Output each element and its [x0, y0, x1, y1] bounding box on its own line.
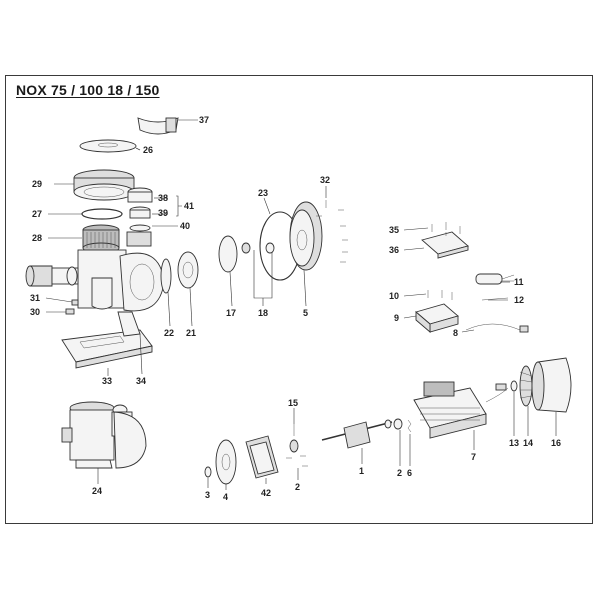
callout-33: 33 — [102, 376, 112, 386]
callout-38: 38 — [158, 193, 168, 203]
callout-4: 4 — [223, 492, 228, 502]
part-32-screws — [316, 200, 348, 263]
callout-11: 11 — [514, 277, 524, 287]
callout-5: 5 — [303, 308, 308, 318]
part-9-terminal-box — [415, 303, 459, 333]
part-22-21-diffuser — [160, 251, 199, 294]
diagram-title: NOX 75 / 100 18 / 150 — [16, 82, 160, 98]
callout-26: 26 — [143, 145, 153, 155]
callout-labels: 37 26 29 38 39 41 27 40 28 31 30 33 34 2… — [30, 115, 561, 502]
leader-lines — [45, 147, 557, 490]
callout-13: 13 — [509, 438, 519, 448]
part-12-cable — [481, 297, 509, 301]
part-37-clamp — [137, 117, 198, 135]
part-42-motor-cover — [245, 435, 279, 479]
callout-40: 40 — [180, 221, 190, 231]
part-17-impeller — [218, 235, 251, 273]
callout-23: 23 — [258, 188, 268, 198]
diagram-frame — [5, 75, 593, 524]
callout-17: 17 — [226, 308, 236, 318]
part-28-basket — [82, 224, 120, 254]
part-36-terminal-cover — [421, 231, 469, 259]
callout-2-upper: 2 — [295, 482, 300, 492]
callout-3: 3 — [205, 490, 210, 500]
part-5-seal-plate — [289, 201, 323, 271]
callout-8: 8 — [453, 328, 458, 338]
callout-6: 6 — [407, 468, 412, 478]
part-13-circlip — [510, 380, 518, 392]
callout-2-lower: 2 — [397, 468, 402, 478]
part-11-capacitor — [475, 273, 515, 285]
callout-32: 32 — [320, 175, 330, 185]
callout-24: 24 — [92, 486, 102, 496]
part-4-end-shield — [215, 439, 237, 485]
part-30-31-drain-plugs — [65, 299, 79, 315]
callout-10: 10 — [389, 291, 399, 301]
callout-15: 15 — [288, 398, 298, 408]
part-3-washer — [204, 466, 212, 478]
callout-35: 35 — [389, 225, 399, 235]
callout-28: 28 — [32, 233, 42, 243]
callout-27: 27 — [32, 209, 42, 219]
callout-29: 29 — [32, 179, 42, 189]
callout-16: 16 — [551, 438, 561, 448]
callout-37: 37 — [199, 115, 209, 125]
part-16-fan-cover — [531, 357, 572, 413]
callout-7: 7 — [471, 452, 476, 462]
part-8-power-cable — [465, 323, 529, 333]
callout-30: 30 — [30, 307, 40, 317]
callout-9: 9 — [394, 313, 399, 323]
callout-12: 12 — [514, 295, 524, 305]
part-14-fan — [519, 365, 533, 407]
part-35-cover-screws — [431, 222, 461, 236]
callout-14: 14 — [523, 438, 533, 448]
part-26-lid — [79, 139, 141, 153]
part-1-rotor-shaft — [321, 419, 393, 449]
callout-1: 1 — [359, 466, 364, 476]
callout-22: 22 — [164, 328, 174, 338]
callout-36: 36 — [389, 245, 399, 255]
part-10-box-screws — [427, 290, 453, 300]
callout-18: 18 — [258, 308, 268, 318]
part-2-bearing-upper — [286, 439, 308, 467]
part-2-bearing-lower — [393, 418, 403, 430]
part-24-complete-pump — [61, 401, 147, 469]
part-pump-housing — [25, 249, 165, 312]
part-27-o-ring — [81, 208, 123, 220]
part-38-39-union-fittings — [126, 187, 182, 247]
part-7-motor — [413, 381, 509, 439]
callout-34: 34 — [136, 376, 146, 386]
callout-39: 39 — [158, 208, 168, 218]
callout-42: 42 — [261, 488, 271, 498]
part-6-spring-washer — [407, 419, 412, 433]
callout-31: 31 — [30, 293, 40, 303]
part-18-mechanical-seal — [265, 242, 275, 254]
callout-21: 21 — [186, 328, 196, 338]
part-29-ring-nut — [73, 169, 135, 201]
part-33-base — [61, 329, 153, 369]
callout-41: 41 — [184, 201, 194, 211]
